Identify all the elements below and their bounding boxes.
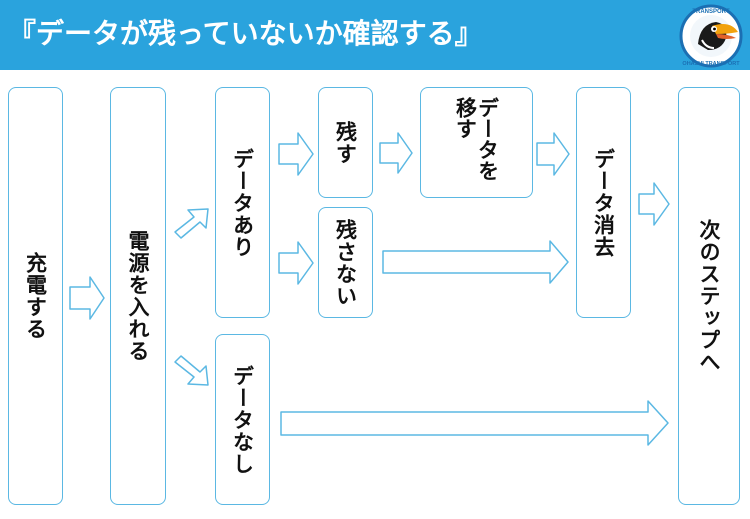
- node-next-step: 次のステップへ: [678, 87, 740, 505]
- node-charge: 充電する: [8, 87, 63, 505]
- node-move-data: データを移す: [420, 87, 533, 198]
- node-data-no-label: データなし: [230, 364, 255, 475]
- arrow-not-keep-to-erase: [382, 240, 569, 284]
- node-data-yes: データあり: [215, 87, 270, 318]
- node-data-yes-label: データあり: [230, 147, 255, 258]
- node-move-data-label: データを移す: [453, 96, 500, 181]
- arrow-move-to-erase: [536, 132, 570, 176]
- node-erase-data: データ消去: [576, 87, 631, 318]
- node-keep-label: 残す: [333, 120, 358, 165]
- arrow-charge-to-power: [69, 276, 105, 320]
- node-erase-data-label: データ消去: [591, 147, 616, 258]
- node-power-on: 電源を入れる: [110, 87, 166, 505]
- svg-text:OHASHI TRANSPORT: OHASHI TRANSPORT: [682, 61, 740, 67]
- arrow-data-yes-to-keep: [278, 132, 314, 176]
- arrow-data-no-to-next: [280, 400, 669, 446]
- node-data-no: データなし: [215, 334, 270, 505]
- arrow-data-yes-to-not-keep: [278, 241, 314, 285]
- node-keep: 残す: [318, 87, 373, 198]
- arrow-keep-to-move: [379, 132, 413, 174]
- svg-text:TRANSPORT: TRANSPORT: [692, 9, 730, 15]
- page-title: 『データが残っていないか確認する』: [8, 17, 483, 50]
- node-next-step-label: 次のステップへ: [697, 219, 722, 373]
- node-charge-label: 充電する: [23, 252, 48, 340]
- arrow-power-to-data-yes: [174, 208, 209, 239]
- arrow-erase-to-next: [638, 182, 670, 226]
- header-bar: 『データが残っていないか確認する』 TRANSPORT OHASHI TRANS…: [0, 0, 750, 70]
- node-not-keep: 残さない: [318, 207, 373, 318]
- arrow-power-to-data-no: [174, 355, 209, 386]
- node-not-keep-label: 残さない: [333, 218, 358, 307]
- toucan-logo-icon: TRANSPORT OHASHI TRANSPORT: [679, 4, 743, 68]
- node-power-on-label: 電源を入れる: [126, 230, 151, 362]
